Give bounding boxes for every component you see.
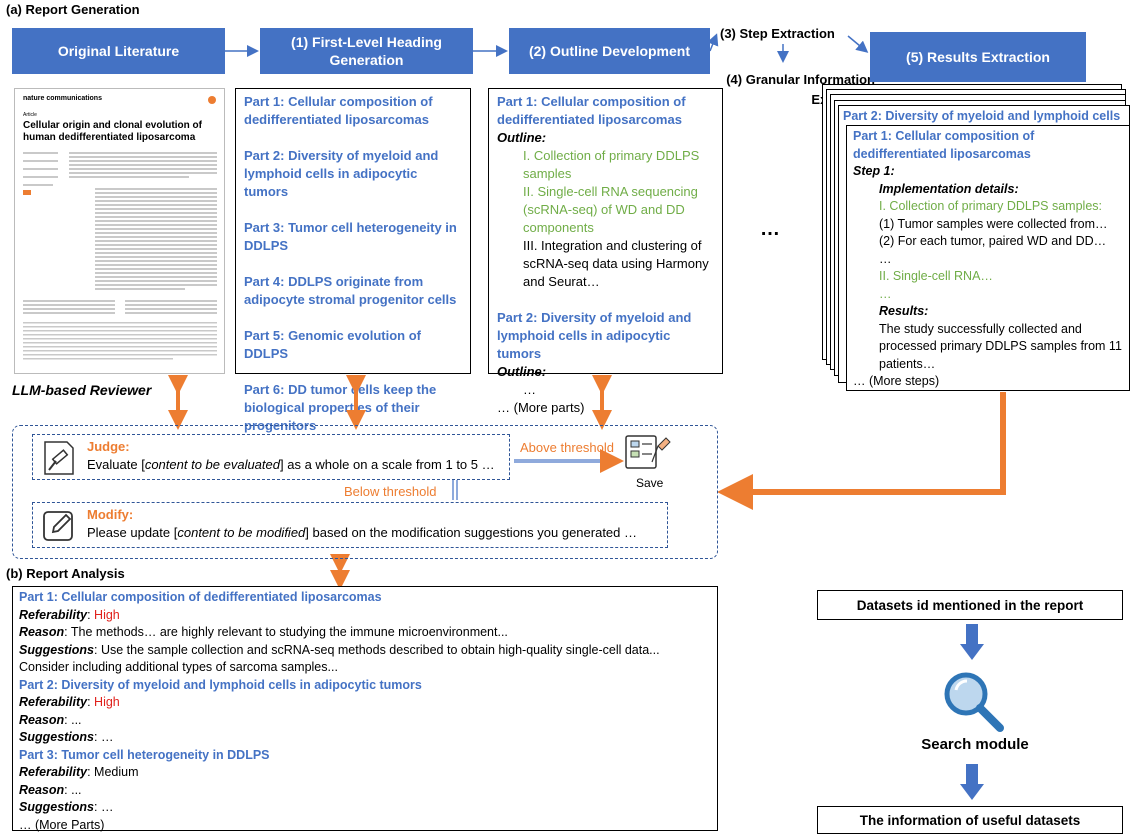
result-text-2: processed primary DDLPS samples from 11 bbox=[879, 339, 1122, 353]
modify-label: Modify: bbox=[87, 507, 134, 522]
header-first-level-heading: (1) First-Level Heading Generation bbox=[260, 28, 473, 74]
paper-text-lines bbox=[23, 152, 217, 360]
arrow-3 bbox=[707, 33, 719, 52]
result-part-1: Part 1: Cellular composition of dediffer… bbox=[853, 129, 1035, 161]
result-back-title: Part 2: Diversity of myeloid and lymphoi… bbox=[843, 109, 1121, 123]
analysis-part-3: Part 3: Tumor cell heterogeneity in DDLP… bbox=[19, 747, 270, 762]
analysis-reason-2: Reason: ... bbox=[19, 712, 82, 727]
result-line-1: (1) Tumor samples were collected from… bbox=[879, 216, 1108, 231]
analysis-sugg-1: Suggestions: Use the sample collection a… bbox=[19, 642, 660, 657]
heading-part-6: Part 6: DD tumor cells keep the biologic… bbox=[244, 382, 437, 433]
outline-label-2: Outline: bbox=[497, 364, 547, 379]
save-icon bbox=[625, 435, 671, 469]
result-impl: Implementation details: bbox=[879, 181, 1019, 196]
reviewer-container bbox=[12, 425, 718, 559]
result-sub-1: I. Collection of primary DDLPS samples: bbox=[879, 199, 1102, 213]
header-original-literature: Original Literature bbox=[12, 28, 225, 74]
heading-part-1: Part 1: Cellular composition of dediffer… bbox=[244, 94, 433, 127]
judge-label: Judge: bbox=[87, 439, 130, 454]
result-text-3: patients… bbox=[879, 356, 936, 371]
below-threshold-label: Below threshold bbox=[344, 484, 437, 499]
paper-type: Article bbox=[23, 112, 37, 118]
outline-item-1: I. Collection of primary DDLPS samples bbox=[523, 148, 700, 181]
paper-journal: nature communications bbox=[23, 95, 102, 102]
outline-part-1: Part 1: Cellular composition of dediffer… bbox=[497, 94, 686, 127]
heading-box: Part 1: Cellular composition of dediffer… bbox=[235, 88, 471, 433]
magnifier-icon bbox=[944, 672, 1004, 732]
edit-icon bbox=[43, 511, 73, 541]
header-outline-development: (2) Outline Development bbox=[509, 28, 710, 74]
header-results-extraction: (5) Results Extraction bbox=[870, 32, 1086, 82]
analysis-reason-1: Reason: The methods… are highly relevant… bbox=[19, 625, 508, 639]
result-line-2: (2) For each tumor, paired WD and DD… bbox=[879, 234, 1107, 248]
outline-item-2: II. Single-cell RNA sequencing (scRNA-se… bbox=[523, 184, 698, 235]
down-arrow-1-icon bbox=[960, 624, 984, 660]
paper-logo-icon bbox=[208, 96, 216, 104]
analysis-ref-1: Referability: High bbox=[19, 607, 120, 622]
arrow-results-reviewer bbox=[717, 392, 1006, 510]
paper-title: Cellular origin and clonal evolution of … bbox=[23, 120, 202, 143]
heading-part-4: Part 4: DDLPS originate from adipocyte s… bbox=[244, 274, 457, 307]
arrow-5 bbox=[847, 35, 869, 53]
heading-part-3: Part 3: Tumor cell heterogeneity in DDLP… bbox=[244, 220, 457, 253]
analysis-sugg-3: Suggestions: … bbox=[19, 800, 114, 814]
datasets-id-box: Datasets id mentioned in the report bbox=[817, 590, 1123, 620]
middle-ellipsis: … bbox=[760, 218, 780, 240]
useful-datasets-box: The information of useful datasets bbox=[817, 806, 1123, 834]
header-arrows bbox=[225, 33, 869, 63]
analysis-part-2: Part 2: Diversity of myeloid and lymphoi… bbox=[19, 677, 422, 692]
analysis-part-1: Part 1: Cellular composition of dediffer… bbox=[19, 590, 382, 604]
outline-dots: … bbox=[523, 382, 536, 397]
result-results-label: Results: bbox=[879, 304, 929, 318]
save-label: Save bbox=[636, 476, 664, 490]
heading-part-2: Part 2: Diversity of myeloid and lymphoi… bbox=[244, 148, 439, 199]
judge-box: Judge: Evaluate [content to be evaluated… bbox=[32, 434, 510, 480]
section-a-label: (a) Report Generation bbox=[6, 2, 140, 17]
analysis-reason-3: Reason: ... bbox=[19, 782, 82, 797]
outline-part-2: Part 2: Diversity of myeloid and lymphoi… bbox=[497, 310, 692, 361]
analysis-ref-3: Referability: Medium bbox=[19, 765, 139, 779]
result-sub-2: II. Single-cell RNA… bbox=[879, 269, 993, 283]
outline-box: Part 1: Cellular composition of dediffer… bbox=[488, 88, 723, 415]
analysis-box: Part 1: Cellular composition of dediffer… bbox=[12, 586, 718, 832]
analysis-sugg-1b: Consider including additional types of s… bbox=[19, 660, 338, 674]
result-text-1: The study successfully collected and bbox=[879, 321, 1082, 336]
outline-item-3: III. Integration and clustering of scRNA… bbox=[523, 238, 709, 289]
result-step: Step 1: bbox=[853, 164, 895, 178]
header-step-extraction: (3) Step Extraction bbox=[720, 26, 835, 41]
judge-text: Evaluate [content to be evaluated] as a … bbox=[87, 457, 495, 472]
heading-part-5: Part 5: Genomic evolution of DDLPS bbox=[244, 328, 421, 361]
section-b-label: (b) Report Analysis bbox=[6, 566, 125, 581]
modify-box: Modify: Please update [content to be mod… bbox=[32, 502, 668, 548]
outline-label-1: Outline: bbox=[497, 130, 547, 145]
result-dots: … bbox=[879, 251, 892, 266]
result-green-dots: … bbox=[879, 286, 892, 301]
modify-text: Please update [content to be modified] b… bbox=[87, 525, 637, 540]
result-box: Part 1: Cellular composition of dediffer… bbox=[846, 125, 1130, 391]
down-arrow-2-icon bbox=[960, 764, 984, 800]
outline-more: … (More parts) bbox=[497, 400, 585, 415]
result-more: … (More steps) bbox=[853, 374, 940, 388]
search-module-label: Search module bbox=[921, 736, 1029, 753]
reviewer-title: LLM-based Reviewer bbox=[12, 382, 152, 398]
above-threshold-label: Above threshold bbox=[520, 440, 614, 455]
gavel-icon bbox=[44, 441, 74, 475]
analysis-ref-2: Referability: High bbox=[19, 695, 120, 709]
paper-thumbnail: nature communications Article Cellular o… bbox=[14, 88, 225, 374]
analysis-sugg-2: Suggestions: … bbox=[19, 730, 114, 744]
analysis-more: … (More Parts) bbox=[19, 817, 105, 832]
